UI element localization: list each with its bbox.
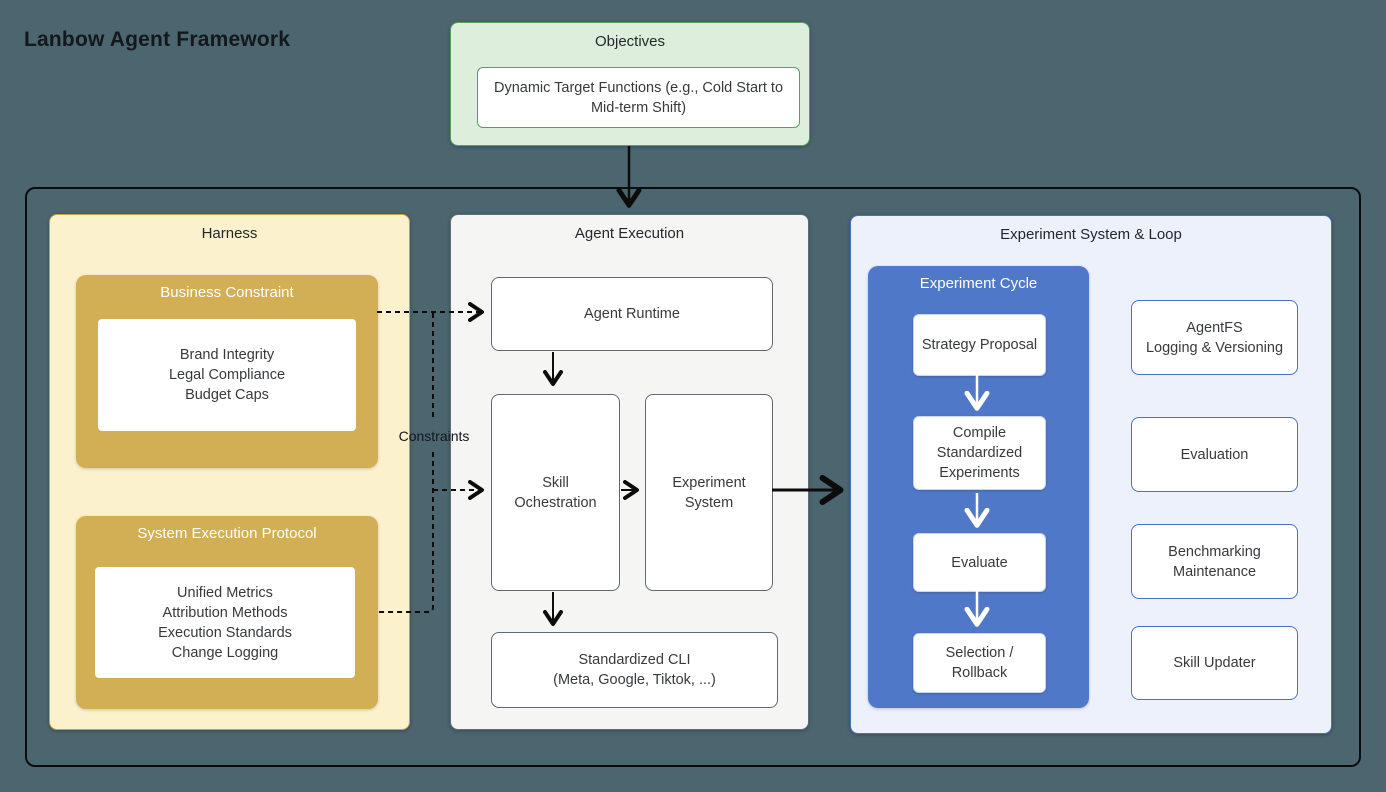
system-execution-protocol-title: System Execution Protocol: [137, 525, 317, 542]
skill-orchestration-box: Skill Ochestration: [491, 394, 620, 591]
selection-rollback-box: Selection / Rollback: [913, 633, 1046, 693]
benchmarking-maintenance-box: Benchmarking Maintenance: [1131, 524, 1298, 599]
harness-panel: Harness Business Constraint Brand Integr…: [49, 214, 410, 730]
dynamic-target-functions-box: Dynamic Target Functions (e.g., Cold Sta…: [477, 67, 800, 128]
system-execution-protocol-items: Unified Metrics Attribution Methods Exec…: [95, 567, 355, 678]
page-title: Lanbow Agent Framework: [24, 28, 291, 51]
harness-title: Harness: [201, 225, 258, 242]
agent-runtime-box: Agent Runtime: [491, 277, 773, 351]
agentfs-logging-versioning-box: AgentFS Logging & Versioning: [1131, 300, 1298, 375]
business-constraint-items: Brand Integrity Legal Compliance Budget …: [98, 319, 356, 431]
business-constraint-title: Business Constraint: [160, 284, 294, 301]
business-constraint-group: Business Constraint Brand Integrity Lega…: [76, 275, 378, 468]
agent-execution-title: Agent Execution: [574, 225, 685, 242]
experiment-loop-title: Experiment System & Loop: [1000, 226, 1182, 243]
compile-standardized-experiments-box: Compile Standardized Experiments: [913, 416, 1046, 490]
framework-outer-frame: [25, 187, 1361, 767]
objectives-panel: Objectives Dynamic Target Functions (e.g…: [450, 22, 810, 146]
experiment-cycle-title: Experiment Cycle: [919, 275, 1038, 292]
objectives-title: Objectives: [594, 33, 666, 50]
evaluation-box: Evaluation: [1131, 417, 1298, 492]
strategy-proposal-box: Strategy Proposal: [913, 314, 1046, 376]
agent-execution-panel: Agent Execution Agent Runtime Skill Oche…: [450, 214, 809, 730]
constraints-label: Constraints: [398, 428, 470, 444]
experiment-cycle-group: Experiment Cycle Strategy Proposal Compi…: [868, 266, 1089, 708]
evaluate-box: Evaluate: [913, 533, 1046, 592]
experiment-system-box: Experiment System: [645, 394, 773, 591]
experiment-loop-panel: Experiment System & Loop Experiment Cycl…: [850, 215, 1332, 734]
standardized-cli-box: Standardized CLI (Meta, Google, Tiktok, …: [491, 632, 778, 708]
skill-updater-box: Skill Updater: [1131, 626, 1298, 700]
system-execution-protocol-group: System Execution Protocol Unified Metric…: [76, 516, 378, 709]
